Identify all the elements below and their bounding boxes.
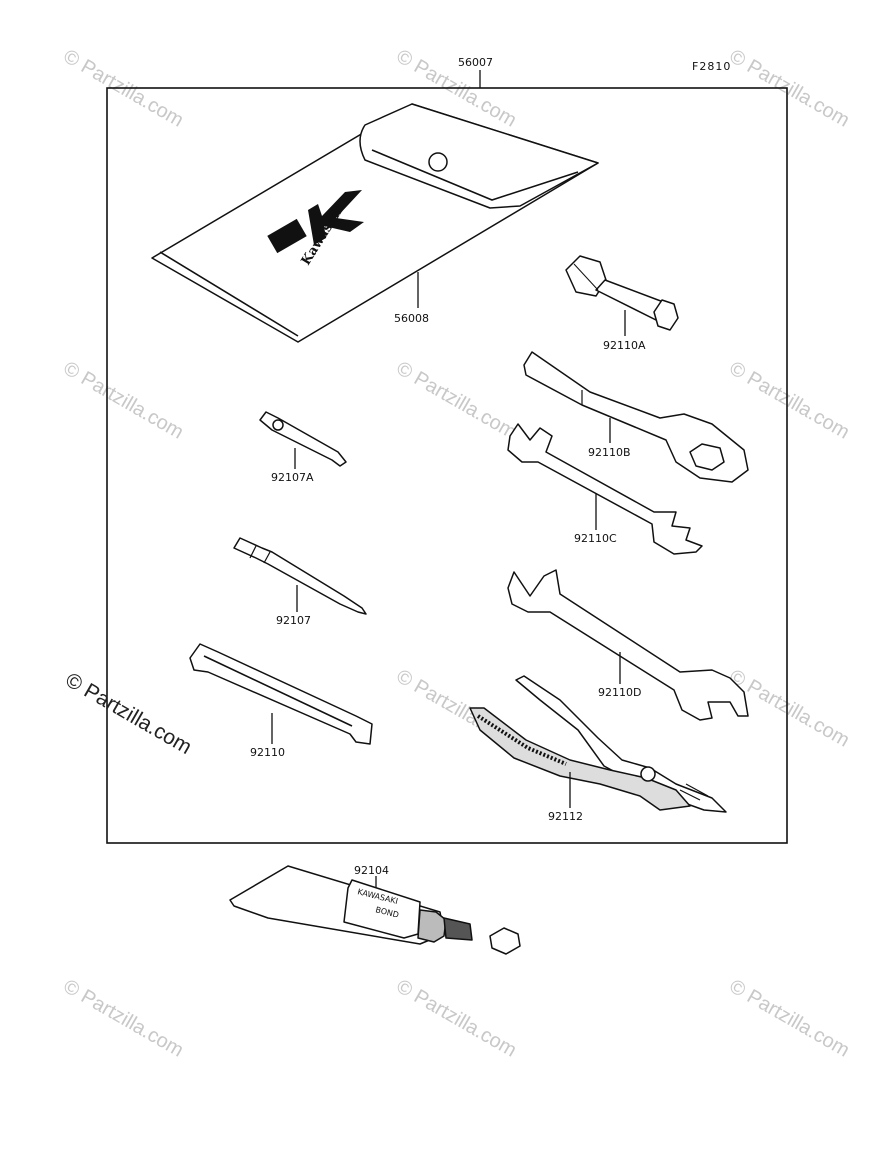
- part-label-56007: 56007: [458, 56, 493, 69]
- spanner-handle: [189, 643, 373, 745]
- open-wrench-small: [507, 423, 703, 555]
- screwdriver-bit: [259, 411, 347, 467]
- watermark: © Partzilla.com: [60, 975, 188, 1061]
- bond-tube: KAWASAKI BOND: [229, 865, 521, 955]
- part-label-92107: 92107: [276, 614, 311, 627]
- tool-kit-frame: [106, 87, 788, 844]
- open-wrench-large: [507, 569, 749, 721]
- part-label-92104: 92104: [354, 864, 389, 877]
- kawasaki-logo-block: [267, 218, 307, 254]
- tool-bag: Kawasaki: [151, 103, 599, 343]
- part-label-92107A: 92107A: [271, 471, 314, 484]
- watermark: © Partzilla.com: [393, 357, 521, 443]
- box-wrench: [523, 351, 749, 483]
- part-label-92110A: 92110A: [603, 339, 646, 352]
- part-label-92110: 92110: [250, 746, 285, 759]
- screwdriver: [233, 537, 367, 615]
- watermark: © Partzilla.com: [726, 357, 854, 443]
- part-label-92112: 92112: [548, 810, 583, 823]
- part-label-92110C: 92110C: [574, 532, 617, 545]
- part-label-92110D: 92110D: [598, 686, 641, 699]
- watermark: © Partzilla.com: [393, 975, 521, 1061]
- kawasaki-logo-k: [308, 190, 364, 245]
- watermark: © Partzilla.com: [726, 975, 854, 1061]
- part-label-92110B: 92110B: [588, 446, 631, 459]
- plug-wrench: [565, 255, 679, 331]
- watermark-large: © Partzilla.com: [62, 668, 196, 759]
- figure-code: F2810: [692, 60, 731, 73]
- part-label-56008: 56008: [394, 312, 429, 325]
- watermark: © Partzilla.com: [60, 357, 188, 443]
- pliers: [469, 675, 727, 813]
